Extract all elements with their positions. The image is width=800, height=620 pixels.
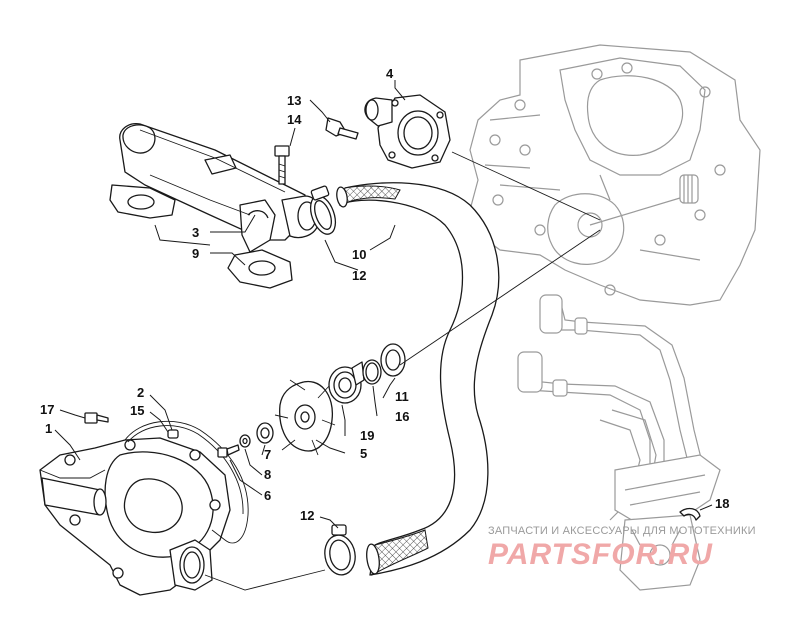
manifold-bolt (274, 145, 290, 185)
impeller-seal-washer (256, 422, 274, 444)
hose-clamp-lower (324, 524, 356, 576)
callout-10: 10 (352, 247, 366, 262)
retaining-clip (679, 507, 701, 521)
o-ring (362, 359, 382, 385)
thermostat-housing-bolt (325, 117, 359, 140)
dowel-pin (167, 429, 179, 439)
oil-seal (380, 343, 406, 377)
water-pump-housing (39, 437, 231, 596)
mechanical-seal (328, 361, 365, 404)
callout-6: 6 (264, 488, 271, 503)
hose-clamp-upper (309, 185, 337, 235)
impeller-bolt (217, 444, 240, 458)
watermark-caption: ЗАПЧАСТИ И АКСЕССУАРЫ ДЛЯ МОТОТЕХНИКИ (488, 525, 756, 537)
callout-14: 14 (287, 112, 302, 127)
housing-bolt (84, 412, 109, 424)
callout-13: 13 (287, 93, 301, 108)
callout-8: 8 (264, 467, 271, 482)
coolant-hose (336, 182, 500, 576)
callout-11: 11 (395, 389, 409, 404)
thermostat-housing (364, 94, 451, 169)
callouts: 4 13 14 3 9 10 12 11 16 19 5 7 8 6 2 15 … (40, 66, 729, 523)
callout-5: 5 (360, 446, 367, 461)
coolant-tubes-assembly (517, 294, 721, 591)
pump-gasket (124, 420, 249, 544)
callout-1: 1 (45, 421, 52, 436)
callout-18: 18 (715, 496, 729, 511)
callout-4: 4 (386, 66, 394, 81)
callout-19: 19 (360, 428, 374, 443)
callout-12-upper: 12 (352, 268, 366, 283)
callout-3: 3 (192, 225, 199, 240)
callout-7: 7 (264, 447, 271, 462)
engine-crankcase (469, 44, 761, 306)
callout-12-lower: 12 (300, 508, 314, 523)
callout-17: 17 (40, 402, 54, 417)
callout-15: 15 (130, 403, 144, 418)
assembly-lines (204, 151, 601, 591)
impeller-washer (239, 434, 251, 448)
callout-16: 16 (395, 409, 409, 424)
leader-lines (54, 80, 713, 529)
watermark-logo: PARTSFOR.RU (488, 538, 713, 571)
water-pump-impeller (274, 379, 336, 456)
callout-9: 9 (192, 246, 199, 261)
callout-2: 2 (137, 385, 144, 400)
